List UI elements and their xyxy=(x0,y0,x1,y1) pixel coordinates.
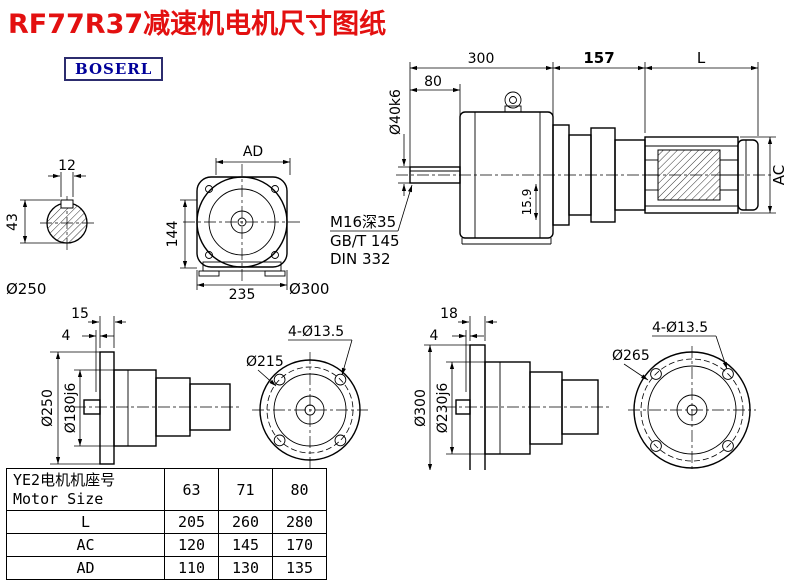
table-cell: 280 xyxy=(272,510,327,534)
table-cell: 130 xyxy=(218,556,273,580)
table-cell: 120 xyxy=(164,533,219,557)
flange-large-outer-circle xyxy=(633,351,751,469)
row-label-L: L xyxy=(6,510,165,534)
bolt-hole xyxy=(650,440,662,452)
fan-cover xyxy=(737,139,759,211)
bolt-hole xyxy=(273,434,286,447)
motor-size-table: YE2电机机座号 Motor Size 63 71 80 L 205 260 2… xyxy=(6,468,327,580)
size-63-cell: 63 xyxy=(164,468,219,511)
bolt-hole xyxy=(334,373,347,386)
keyway-slot xyxy=(60,199,74,209)
table-row-AD: AD 110 130 135 xyxy=(6,556,327,580)
dim-80-label: 80 xyxy=(424,74,442,90)
flange-small-bc-label: Ø215 xyxy=(246,354,284,370)
table-cell: 205 xyxy=(164,510,219,534)
flange-small-front-view: 4-Ø13.5 Ø215 xyxy=(246,324,368,468)
flange-large-side-view: 18 4 Ø300 Ø230j6 xyxy=(413,306,610,470)
bolt-hole xyxy=(273,373,286,386)
flange-small-spigot-label: Ø180j6 xyxy=(63,383,79,434)
flange-small-gap-label: 4 xyxy=(62,328,71,344)
flange-small-outer-circle xyxy=(259,359,361,461)
dim-AD-label: AD xyxy=(243,144,263,160)
bolt-hole xyxy=(650,368,662,380)
dim-235-label: 235 xyxy=(229,287,256,303)
dim-300-label: 300 xyxy=(468,51,495,67)
od300-label: Ø300 xyxy=(289,280,329,298)
assembly-dimensions: 300 157 L 80 Ø40k6 15.9 AC M16深35 xyxy=(330,49,788,268)
flange-small-od-label: Ø250 xyxy=(40,389,56,427)
table-row-AC: AC 120 145 170 xyxy=(6,533,327,557)
dim-144-label: 144 xyxy=(165,221,181,248)
table-cell: 170 xyxy=(272,533,327,557)
row-label-AC: AC xyxy=(6,533,165,557)
eyebolt-icon xyxy=(504,91,522,109)
flange-small-thickness-label: 15 xyxy=(71,306,89,322)
boserl-logo: BOSERL xyxy=(64,57,164,81)
od250-label: Ø250 xyxy=(6,280,46,298)
dim-AC-label: AC xyxy=(770,165,788,185)
motor-size-header-cell: YE2电机机座号 Motor Size xyxy=(6,468,165,511)
bolt-hole xyxy=(722,440,734,452)
size-71-cell: 71 xyxy=(218,468,273,511)
bolt-hole xyxy=(334,434,347,447)
technical-drawing: 300 157 L 80 Ø40k6 15.9 AC M16深35 xyxy=(5,49,788,470)
note-tap-label: M16深35 xyxy=(330,213,396,231)
motor-size-header-cn: YE2电机机座号 xyxy=(13,470,116,489)
flange-large-od-label: Ø300 xyxy=(413,389,429,427)
size-80-cell: 80 xyxy=(272,468,327,511)
table-cell: 145 xyxy=(218,533,273,557)
shaft-section-circle xyxy=(46,202,88,244)
flange-small-holes-label: 4-Ø13.5 xyxy=(288,324,344,340)
table-cell: 110 xyxy=(164,556,219,580)
dim-L-label: L xyxy=(697,49,706,67)
flange-large-spigot-label: Ø230j6 xyxy=(435,383,451,434)
row-label-AD: AD xyxy=(6,556,165,580)
table-cell: 260 xyxy=(218,510,273,534)
flange-large-plate xyxy=(469,344,486,470)
key-width-label: 12 xyxy=(58,158,76,174)
shaft-height-label: 43 xyxy=(5,213,21,231)
shaft-diameter-label: Ø40k6 xyxy=(388,89,404,135)
flange-large-gap-label: 4 xyxy=(430,328,439,344)
page-title: RF77R37减速机电机尺寸图纸 xyxy=(8,9,387,40)
dim-15-9-label: 15.9 xyxy=(520,189,534,216)
table-cell: 135 xyxy=(272,556,327,580)
flange-large-bc-label: Ø265 xyxy=(612,348,650,364)
table-row-L: L 205 260 280 xyxy=(6,510,327,534)
motor-size-header-en: Motor Size xyxy=(13,489,104,508)
note-gb-label: GB/T 145 xyxy=(330,232,400,250)
stator-section xyxy=(657,149,721,201)
assembly-side-view xyxy=(396,91,774,245)
dim-157-label: 157 xyxy=(583,49,614,67)
gearbox-front-view: AD 144 235 Ø300 xyxy=(165,144,329,303)
flange-small-plate xyxy=(99,351,115,465)
flange-large-thickness-label: 18 xyxy=(440,306,458,322)
gearbox-foot xyxy=(202,261,282,272)
shaft-cross-section: 12 43 Ø250 xyxy=(5,158,94,298)
note-din-label: DIN 332 xyxy=(330,250,391,268)
flange-large-holes-label: 4-Ø13.5 xyxy=(652,320,708,336)
flange-large-front-view: 4-Ø13.5 Ø265 xyxy=(612,320,756,470)
table-header-row: YE2电机机座号 Motor Size 63 71 80 xyxy=(6,468,327,511)
bolt-hole xyxy=(722,368,734,380)
flange-small-side-view: 15 4 Ø250 Ø180j6 xyxy=(40,306,240,465)
